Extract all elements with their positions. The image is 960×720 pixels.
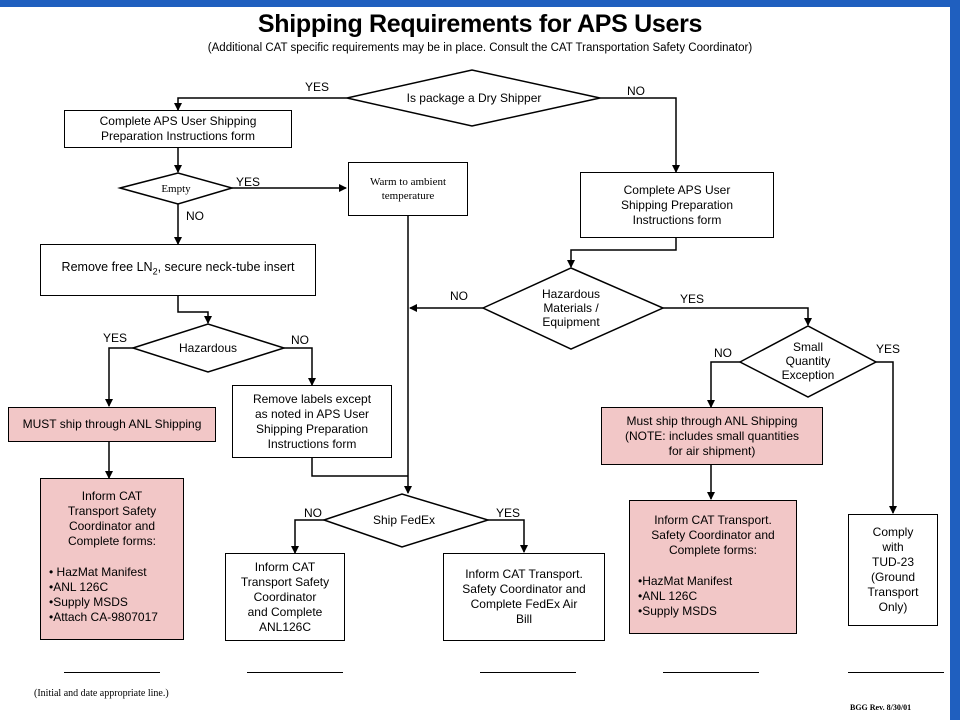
footer-instruction: (Initial and date appropriate line.): [34, 688, 169, 699]
small-quantity-question: Small Quantity Exception: [781, 340, 835, 382]
ship-fedex-question: Ship FedEx: [372, 513, 436, 527]
inform-left-list: • HazMat Manifest •ANL 126C •Supply MSDS…: [49, 565, 158, 624]
dry-shipper-question: Is package a Dry Shipper: [406, 91, 542, 105]
page-subtitle: (Additional CAT specific requirements ma…: [207, 42, 753, 54]
inform-right-title: Inform CAT Transport. Safety Coordinator…: [651, 513, 775, 557]
initial-line-5: [848, 672, 944, 673]
inform-right-box: Inform CAT Transport. Safety Coordinator…: [629, 500, 797, 634]
inform-no-fedex-box: Inform CAT Transport Safety Coordinator …: [225, 553, 345, 641]
hazmat-no-label: NO: [450, 289, 468, 303]
inform-left-title: Inform CAT Transport Safety Coordinator …: [67, 489, 157, 548]
complete-form-right-box: Complete APS User Shipping Preparation I…: [580, 172, 774, 238]
fedex-yes-label: YES: [496, 506, 521, 520]
inform-right-list: •HazMat Manifest •ANL 126C •Supply MSDS: [638, 574, 733, 618]
inform-fedex-box: Inform CAT Transport. Safety Coordinator…: [443, 553, 605, 641]
top-accent-bar: [0, 0, 960, 7]
small-quantity-yes-label: YES: [876, 342, 901, 356]
page-title: Shipping Requirements for APS Users: [257, 10, 703, 38]
empty-question: Empty: [161, 183, 191, 195]
inform-left-box: Inform CAT Transport Safety Coordinator …: [40, 478, 184, 640]
right-accent-bar: [950, 0, 960, 720]
hazardous-question: Hazardous: [178, 341, 238, 355]
warm-to-ambient-box: Warm to ambient temperature: [348, 162, 468, 216]
initial-line-4: [663, 672, 759, 673]
remove-labels-box: Remove labels except as noted in APS Use…: [232, 385, 392, 458]
remove-ln2-prefix: Remove free LN: [61, 260, 153, 275]
empty-no-label: NO: [186, 209, 204, 223]
dry-shipper-yes-label: YES: [305, 80, 330, 94]
hazardous-no-label: NO: [291, 333, 309, 347]
initial-line-1: [64, 672, 160, 673]
complete-form-left-box: Complete APS User Shipping Preparation I…: [64, 110, 292, 148]
hazardous-yes-label: YES: [103, 331, 128, 345]
must-ship-right-box: Must ship through ANL Shipping (NOTE: in…: [601, 407, 823, 465]
remove-ln2-subscript: 2: [152, 266, 158, 277]
comply-tud23-box: Comply with TUD-23 (Ground Transport Onl…: [848, 514, 938, 626]
hazmat-question: Hazardous Materials / Equipment: [541, 287, 601, 329]
fedex-no-label: NO: [304, 506, 322, 520]
small-quantity-no-label: NO: [714, 346, 732, 360]
must-ship-left-box: MUST ship through ANL Shipping: [8, 407, 216, 442]
hazmat-yes-label: YES: [680, 292, 705, 306]
remove-ln2-text: Remove free LN2, secure neck-tube insert: [62, 260, 295, 280]
remove-ln2-suffix: , secure neck-tube insert: [157, 260, 295, 275]
remove-ln2-box: Remove free LN2, secure neck-tube insert: [40, 244, 316, 296]
footer-revision: BGG Rev. 8/30/01: [850, 703, 912, 712]
initial-line-3: [480, 672, 576, 673]
dry-shipper-no-label: NO: [627, 84, 645, 98]
initial-line-2: [247, 672, 343, 673]
empty-yes-label: YES: [236, 175, 261, 189]
